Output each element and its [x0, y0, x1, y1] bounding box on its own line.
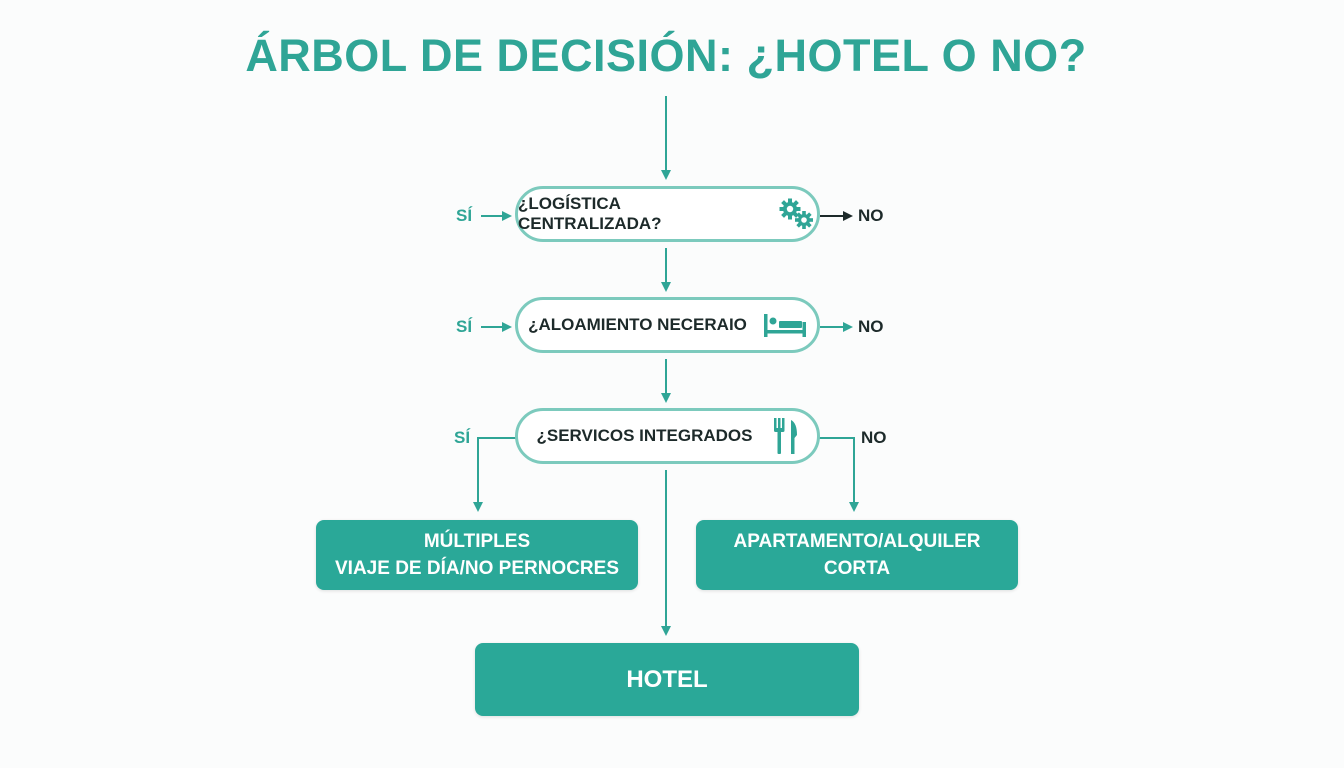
decision-label: ¿ALOAMIENTO NECERAIO	[528, 315, 747, 334]
outcome-line-1: APARTAMENTO/ALQUILER	[733, 531, 981, 552]
outcome-line-1: MÚLTIPLES	[423, 531, 531, 552]
outcome-line-2: VIAJE DE DÍA/NO PERNOCRES	[335, 558, 619, 579]
outcome-label: HOTEL	[626, 665, 708, 693]
no-label-q1: NO	[858, 206, 884, 225]
decision-node-logistics: ¿LOGÍSTICA CENTRALIZADA?	[515, 186, 820, 242]
no-label-q2: NO	[858, 317, 884, 336]
decision-node-lodging: ¿ALOAMIENTO NECERAIO	[515, 297, 820, 353]
outcome-day-trip: MÚLTIPLES VIAJE DE DÍA/NO PERNOCRES	[316, 520, 638, 590]
no-label-q3: NO	[861, 428, 887, 447]
decision-label: ¿LOGÍSTICA CENTRALIZADA?	[518, 194, 662, 233]
outcome-apartment-rental: APARTAMENTO/ALQUILER CORTA	[696, 520, 1018, 590]
yes-label-q1: SÍ	[456, 206, 473, 225]
yes-label-q2: SÍ	[456, 317, 473, 336]
bed-icon	[763, 312, 807, 338]
decision-label: ¿SERVICOS INTEGRADOS	[536, 426, 753, 445]
diagram-title: ÁRBOL DE DECISIÓN: ¿HOTEL O NO?	[245, 30, 1087, 81]
fork-knife-icon	[773, 417, 799, 455]
outcome-line-2: CORTA	[823, 558, 891, 579]
yes-label-q3: SÍ	[454, 428, 471, 447]
decision-node-services: ¿SERVICOS INTEGRADOS	[515, 408, 820, 464]
gears-icon	[777, 197, 817, 231]
outcome-hotel: HOTEL	[475, 643, 859, 716]
